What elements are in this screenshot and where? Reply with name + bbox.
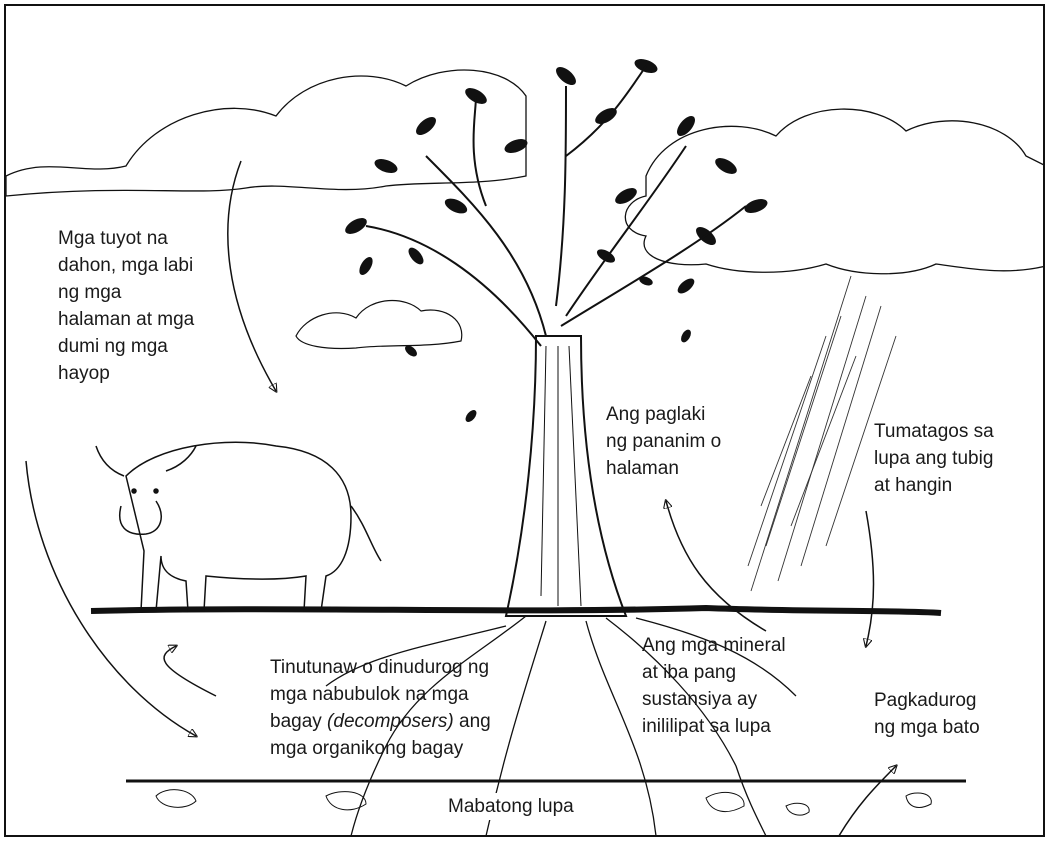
label-minerals-line3: sustansiya ay	[642, 689, 758, 710]
label-minerals-line2: at iba pang	[642, 662, 737, 683]
label-dead-matter: Mga tuyot na dahon, mga labi ng mga hala…	[58, 225, 194, 387]
tree-trunk	[504, 335, 628, 617]
label-water-air-line1: Tumatagos sa	[874, 421, 994, 442]
cycle-arrows	[25, 160, 896, 835]
soil-cycle-illustration	[6, 59, 1043, 835]
tree-branches	[365, 65, 747, 347]
arrow-rocks-up	[838, 766, 896, 835]
label-decomposers-line3: bagay (decomposers) ang	[270, 708, 491, 735]
label-decomposers-line1: Tinutunaw o dinudurog ng	[270, 657, 490, 678]
label-rocky-soil: Mabatong lupa	[448, 793, 574, 820]
label-dead-matter-line3: ng mga	[58, 282, 122, 303]
label-water-air-line2: lupa ang tubig	[874, 448, 994, 469]
trunk-texture	[540, 345, 582, 607]
label-minerals-line1: Ang mga mineral	[642, 635, 786, 656]
label-plant-growth: Ang paglaki ng pananim o halaman	[606, 401, 721, 482]
cloud-right	[624, 108, 1043, 275]
tree-roots	[325, 615, 797, 835]
label-decomposers-term: (decomposers)	[327, 711, 454, 732]
label-minerals: Ang mga mineral at iba pang sustansiya a…	[642, 632, 786, 740]
label-decomposers-line4: mga organikong bagay	[270, 738, 464, 759]
arrow-soil-to-decomposers	[163, 646, 217, 697]
arrow-cow-to-soil	[25, 460, 196, 736]
diagram-frame: Mga tuyot na dahon, mga labi ng mga hala…	[4, 4, 1045, 837]
label-rock-weathering: Pagkadurog ng mga bato	[874, 687, 980, 741]
label-rock-weathering-line2: ng mga bato	[874, 717, 980, 738]
label-water-air: Tumatagos sa lupa ang tubig at hangin	[874, 418, 994, 499]
soil-rocks	[155, 789, 932, 816]
label-plant-growth-line1: Ang paglaki	[606, 404, 706, 425]
label-dead-matter-line6: hayop	[58, 363, 110, 384]
cow-illustration	[95, 441, 382, 612]
rain-lines	[747, 275, 897, 592]
label-plant-growth-line3: halaman	[606, 458, 679, 479]
ground-surface	[90, 604, 942, 616]
label-rock-weathering-line1: Pagkadurog	[874, 690, 977, 711]
label-decomposers-line3-post: ang	[453, 711, 491, 732]
label-dead-matter-line5: dumi ng mga	[58, 336, 168, 357]
label-minerals-line4: inililipat sa lupa	[642, 716, 771, 737]
arrow-dead-matter-down	[227, 160, 276, 391]
tree-canopy	[345, 59, 768, 422]
label-dead-matter-line4: halaman at mga	[58, 309, 195, 330]
arrow-water-air-down	[866, 510, 875, 646]
label-decomposers: Tinutunaw o dinudurog ng mga nabubulok n…	[270, 654, 491, 762]
cloud-left	[6, 69, 527, 197]
label-water-air-line3: at hangin	[874, 475, 953, 496]
label-decomposers-line2: mga nabubulok na mga	[270, 684, 469, 705]
label-decomposers-line3-pre: bagay	[270, 711, 328, 732]
arrow-plant-growth-up	[666, 501, 767, 632]
label-dead-matter-line2: dahon, mga labi	[58, 255, 194, 276]
label-plant-growth-line2: ng pananim o	[606, 431, 722, 452]
label-dead-matter-line1: Mga tuyot na	[58, 228, 168, 249]
cloud-small	[295, 300, 463, 350]
